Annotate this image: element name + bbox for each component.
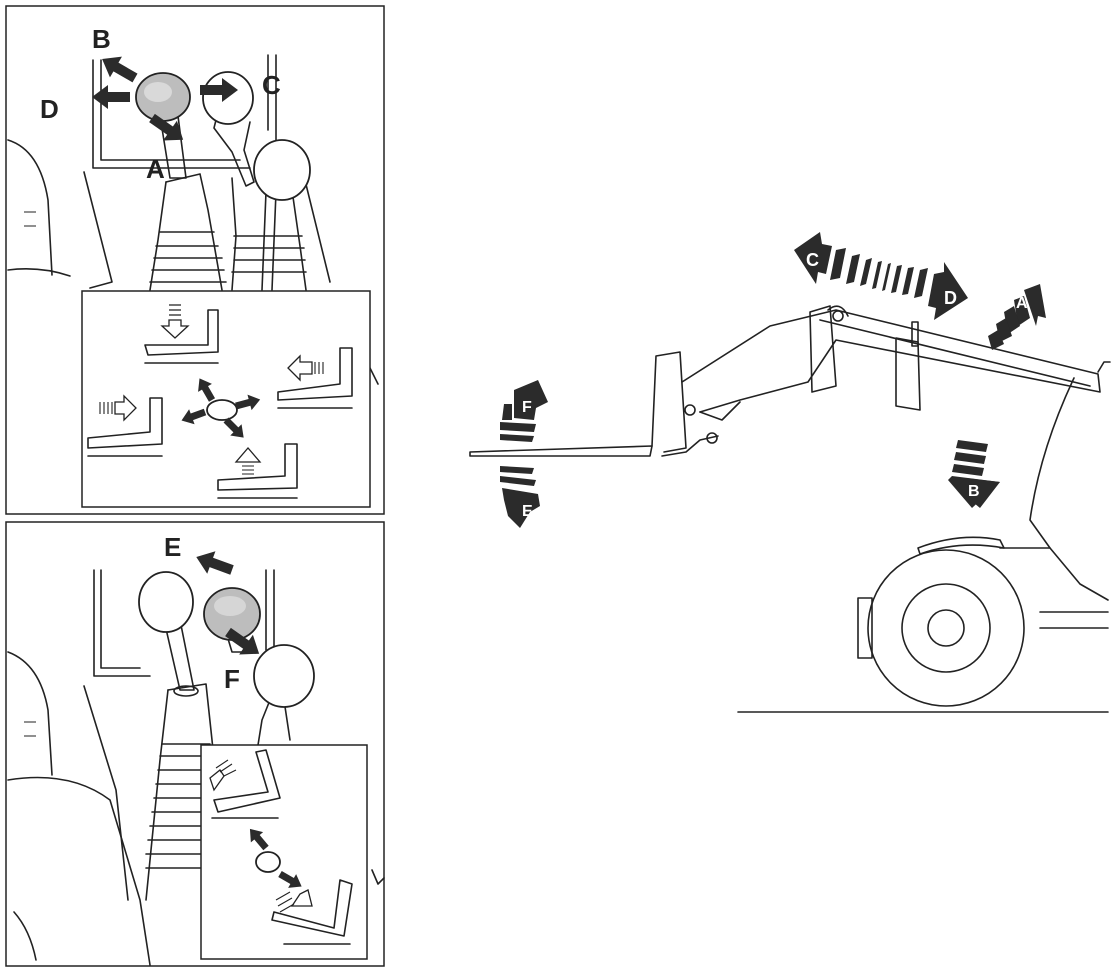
label-f: F	[224, 664, 240, 694]
machine-label-f: F	[522, 399, 532, 416]
chassis	[858, 362, 1110, 706]
telehandler-side-view: C D A B	[470, 232, 1110, 712]
machine-label-d: D	[944, 288, 957, 308]
boom-lower-arrow: B	[948, 440, 1000, 508]
boom-clamp	[896, 338, 920, 410]
machine-label-e: E	[522, 503, 533, 520]
right-joystick-knob	[254, 645, 314, 707]
boom-wear-pad	[810, 306, 836, 392]
third-joystick-knob	[254, 140, 310, 200]
label-a: A	[146, 154, 165, 184]
machine-motion-arrows: C D A B	[500, 232, 1046, 528]
auxiliary-joystick-knob	[203, 72, 253, 124]
left-joystick-knob	[139, 572, 193, 632]
tilt-forward-arrow: E	[500, 466, 540, 528]
telescope-arrow: C D	[794, 232, 968, 320]
tilt-back-arrow: F	[500, 380, 548, 442]
label-c: C	[262, 70, 281, 100]
inset-frame-2	[201, 745, 367, 959]
machine-label-b: B	[968, 483, 980, 500]
label-e: E	[164, 532, 181, 562]
machine-label-a: A	[1016, 295, 1028, 312]
boom-raise-arrow: A	[988, 284, 1046, 350]
telescopic-boom	[682, 306, 1100, 420]
fork-tine	[470, 446, 652, 456]
label-b: B	[92, 24, 111, 54]
tilt-joystick-panel: E F	[6, 522, 384, 966]
machine-label-c: C	[806, 250, 819, 270]
boom-pictogram-inset	[82, 291, 370, 507]
inset-knob	[207, 400, 237, 420]
boom-joystick-panel: B D A C	[6, 6, 384, 514]
tilt-pictogram-inset	[201, 745, 367, 959]
inset-knob-2	[256, 852, 280, 872]
front-wheel	[868, 550, 1024, 706]
label-d: D	[40, 94, 59, 124]
